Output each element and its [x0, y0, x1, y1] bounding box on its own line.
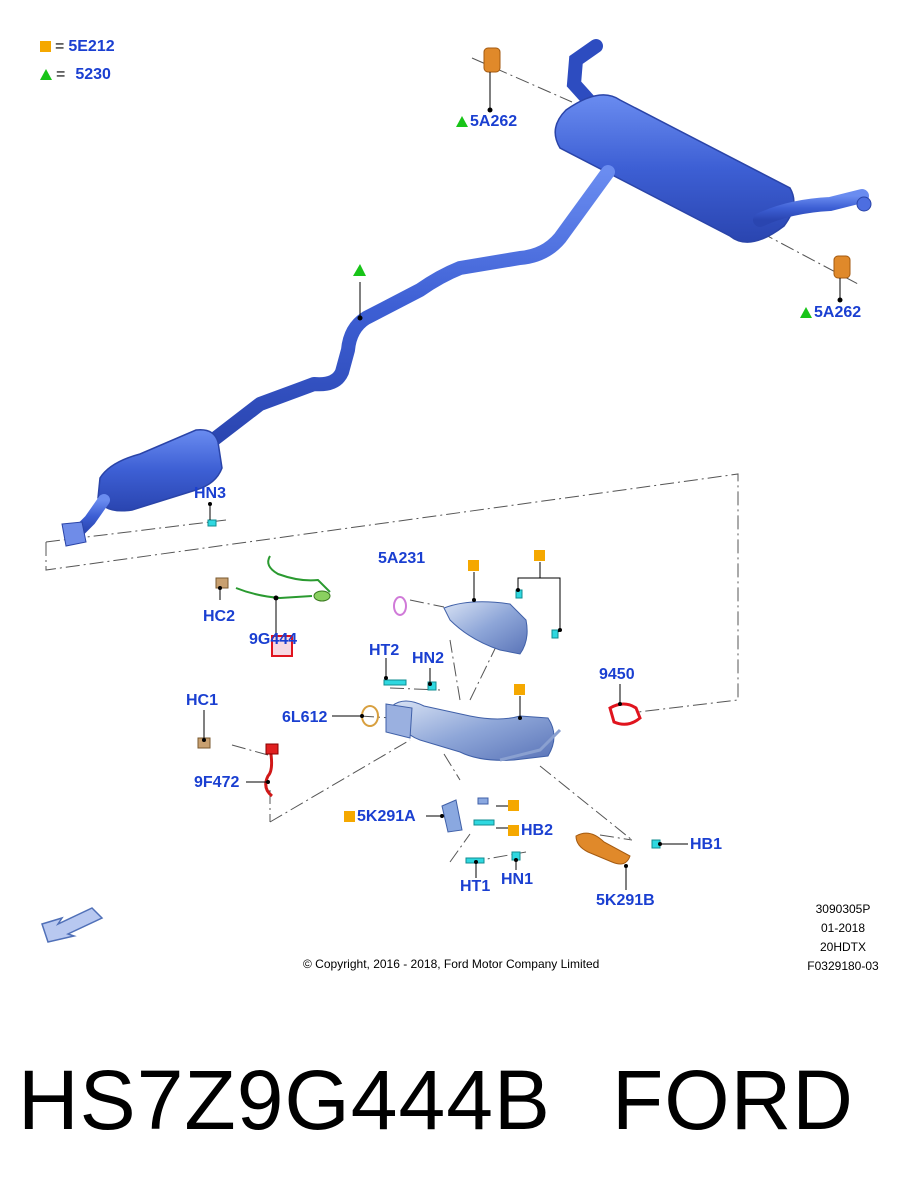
clips — [207, 519, 661, 864]
callout-hn3: HN3 — [194, 485, 227, 502]
heat-shield — [393, 596, 528, 655]
triangle-symbol-icon — [40, 69, 52, 81]
triangle-symbol-icon — [456, 116, 468, 128]
callout-5k291b: 5K291B — [596, 892, 655, 909]
front-resonator — [61, 429, 223, 547]
square-symbol-icon — [344, 811, 355, 823]
hanger-right — [833, 255, 851, 303]
triangle-symbol-icon — [800, 307, 812, 319]
callout-hb1: HB1 — [690, 836, 723, 853]
callout-5a231: 5A231 — [378, 550, 426, 567]
intermediate-pipe — [201, 165, 615, 451]
callout-right-hanger: 5A262 — [800, 304, 861, 322]
copyright-notice: © Copyright, 2016 - 2018, Ford Motor Com… — [303, 957, 600, 971]
callout-top-hanger: 5A262 — [456, 113, 517, 131]
part-number-caption: HS7Z9G444B — [18, 1053, 551, 1147]
diagram-meta: 3090305P 01-2018 20HDTX F0329180-03 — [796, 900, 890, 976]
callout-9450: 9450 — [599, 666, 635, 683]
meta-line-4: F0329180-03 — [807, 959, 879, 973]
callout-dots — [202, 502, 662, 868]
callout-hn1: HN1 — [501, 871, 534, 888]
square-symbol-icon — [508, 825, 519, 837]
meta-line-3: 20HDTX — [819, 940, 866, 954]
rear-muffler — [554, 39, 872, 243]
square-symbol-icon — [40, 41, 51, 53]
callout-6l612: 6L612 — [282, 709, 328, 726]
temp-sensor-wire — [197, 737, 279, 798]
callout-ht1: HT1 — [460, 878, 491, 895]
bracket-5k291a — [441, 799, 463, 833]
callout-9f472: 9F472 — [194, 774, 240, 791]
callout-hc2: HC2 — [203, 608, 236, 625]
legend-square: =5E212 — [40, 38, 115, 56]
direction-arrow-icon — [41, 907, 104, 943]
callout-hb2: HB2 — [508, 822, 553, 840]
callout-5k291a: 5K291A — [344, 808, 416, 826]
callout-hc1: HC1 — [186, 692, 219, 709]
highlight-box — [271, 635, 293, 657]
oxygen-sensor-wire — [215, 555, 331, 657]
callout-ht2: HT2 — [369, 642, 400, 659]
meta-line-2: 01-2018 — [820, 921, 866, 935]
legend-square-code: 5E212 — [68, 38, 115, 55]
meta-line-1: 3090305P — [815, 902, 871, 916]
exhaust-system-diagram — [41, 39, 872, 943]
hanger-top — [483, 47, 501, 113]
triangle-marker — [353, 264, 366, 321]
legend-triangle: =5230 — [40, 66, 111, 84]
gasket-9450 — [608, 702, 642, 726]
callout-9g444: 9G444 — [249, 631, 298, 648]
callout-lines — [203, 504, 688, 890]
legend-triangle-code: 5230 — [75, 66, 111, 83]
catalytic-converter — [361, 700, 562, 762]
callout-hn2: HN2 — [412, 650, 445, 667]
bracket-5k291b — [575, 832, 631, 865]
brand-caption: FORD — [612, 1053, 854, 1147]
square-markers — [468, 550, 545, 811]
